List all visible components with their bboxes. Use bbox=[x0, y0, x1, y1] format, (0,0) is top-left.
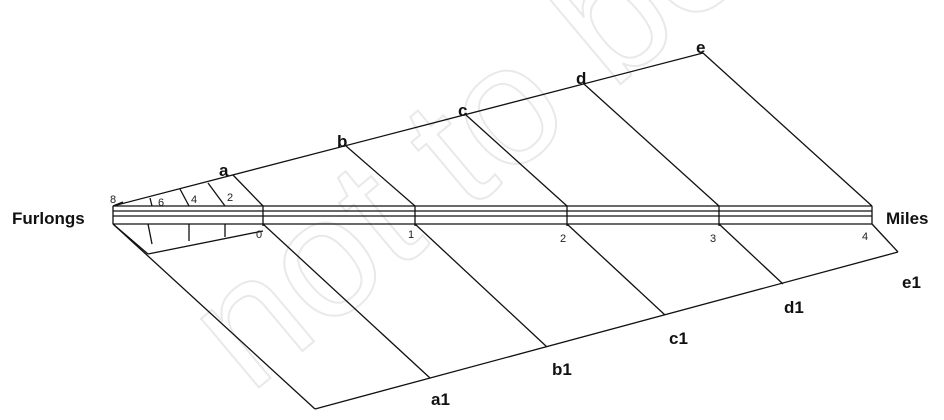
mile-tick-0: 0 bbox=[256, 229, 262, 241]
point-label-d: d bbox=[576, 69, 586, 88]
mile-tick-3: 3 bbox=[710, 233, 716, 245]
point-label-e: e bbox=[696, 38, 705, 57]
lower-parallel-lines bbox=[262, 223, 784, 379]
point-label-a1: a1 bbox=[431, 390, 450, 409]
furlong-tick-4: 4 bbox=[191, 194, 197, 206]
furlongs-label: Furlongs bbox=[12, 209, 85, 228]
point-label-a: a bbox=[219, 161, 229, 180]
point-label-b: b bbox=[337, 132, 347, 151]
furlong-tick-8: 8 bbox=[110, 194, 116, 206]
lower-parallelogram bbox=[112, 223, 899, 410]
point-label-c1: c1 bbox=[669, 329, 688, 348]
right-upper-line bbox=[702, 52, 873, 207]
watermark: not to be bbox=[152, 0, 781, 420]
scale-bar bbox=[112, 205, 873, 225]
furlong-tick-2: 2 bbox=[227, 192, 233, 204]
point-label-b1: b1 bbox=[552, 360, 572, 379]
miles-label: Miles bbox=[886, 209, 929, 228]
furlong-tick-6: 6 bbox=[158, 197, 164, 209]
point-label-d1: d1 bbox=[784, 298, 804, 317]
mile-tick-4: 4 bbox=[862, 231, 868, 243]
mile-tick-2: 2 bbox=[560, 233, 566, 245]
upper-boundary-line bbox=[112, 52, 704, 207]
mile-tick-1: 1 bbox=[408, 229, 414, 241]
point-label-c: c bbox=[458, 101, 467, 120]
upper-parallel-lines bbox=[232, 83, 720, 207]
mile-division-ticks bbox=[262, 206, 720, 226]
furlong-lower-diagonals bbox=[112, 223, 264, 255]
point-label-e1: e1 bbox=[902, 273, 921, 292]
furlong-upper-diagonals bbox=[112, 182, 226, 207]
